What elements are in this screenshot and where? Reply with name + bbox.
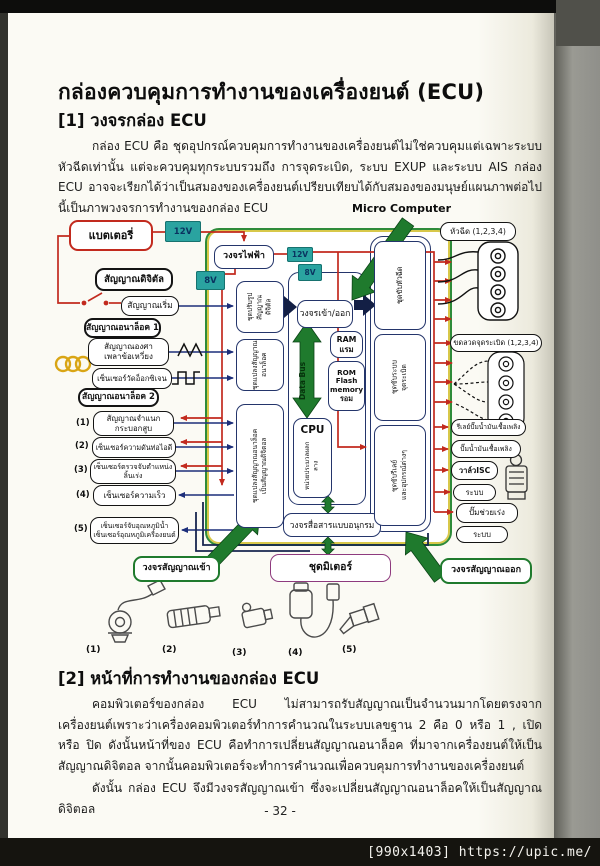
coils-label-box: ขดลวดจุดระเบิด (1,2,3,4) xyxy=(450,334,542,352)
micro-computer-label: Micro Computer xyxy=(352,202,451,215)
cpu-subtitle: หน่วยประมวลผลกลาง xyxy=(303,441,320,490)
illustration-number-5: (5) xyxy=(342,645,357,655)
watermark-text: [990x1403] https://upic.me/ xyxy=(367,844,592,860)
illustration-number-4: (4) xyxy=(288,648,303,658)
sensor-number-4: (4) xyxy=(76,490,90,500)
injector-driver-box: ชุดขับหัวฉีด xyxy=(374,241,426,330)
book-page-edge xyxy=(554,13,600,838)
section1-heading: [1] วงจรกล่อง ECU xyxy=(58,111,207,130)
sensor-number-1: (1) xyxy=(76,418,90,428)
ignition-driver-box: ชุดขับระบบ จุดระเบิด xyxy=(374,334,426,421)
meter-box: ชุดมิเตอร์ xyxy=(270,554,391,582)
system-box-1: ระบบ xyxy=(453,484,496,501)
illustration-number-1: (1) xyxy=(86,645,101,655)
rom-box: ROM Flash memory รอม xyxy=(328,361,365,411)
oxygen-sensor-box: เซ็นเซอร์วัดอ็อกซิเจน xyxy=(92,368,172,389)
voltage-badge-12v-inner: 12V xyxy=(287,247,313,262)
section2-heading: [2] หน้าที่การทำงานของกล่อง ECU xyxy=(58,669,320,688)
cylinder-id-signal-box: สัญญาณจำแนก กระบอกสูบ xyxy=(93,411,174,436)
serial-comm-box: วงจรสื่อสารแบบอนุกรม xyxy=(283,513,381,537)
speed-sensor-box: เซ็นเซอร์ความเร็ว xyxy=(93,485,176,506)
fuel-pump-relay-box: รีเลย์ปั๊มน้ำมันเชื้อเพลิง xyxy=(451,419,526,436)
data-bus-label: Data Bus xyxy=(298,361,307,400)
illustration-number-3: (3) xyxy=(232,648,247,658)
photo-left-edge xyxy=(0,13,8,838)
voltage-badge-12v: 12V xyxy=(165,221,201,242)
cpu-box: CPU หน่วยประมวลผลกลาง xyxy=(293,418,332,498)
photo-bottom-edge: [990x1403] https://upic.me/ xyxy=(0,838,600,866)
fuel-pump-box: ปั๊มน้ำมันเชื้อเพลิง xyxy=(451,440,521,458)
digital-signal-header: สัญญาณดิจิตัล xyxy=(95,268,173,291)
io-circuit-box: วงจรเข้า/ออก xyxy=(297,300,353,328)
illustration-number-2: (2) xyxy=(162,645,177,655)
section1-paragraph: กล่อง ECU คือ ชุดอุปกรณ์ควบคุมการทำงานขอ… xyxy=(58,139,542,215)
section2-paragraph: คอมพิวเตอร์ของกล่อง ECU ไม่สามารถรับสัญญ… xyxy=(58,697,542,773)
temp-sensor-box: เซ็นเซอร์จับอุณหภูมิน้ำ เซ็นเซอร์อุณหภูม… xyxy=(90,517,179,544)
signal-conditioner-1-box: ชุดปรับรูปสัญญาณ ดิจิตัล xyxy=(236,281,284,333)
relay-driver-box: ชุดขับรีเลย์ และอุปกรณ์ต่างๆ xyxy=(374,425,426,526)
photo-corner-shadow xyxy=(556,0,600,46)
output-circuit-box: วงจรสัญญาณออก xyxy=(440,558,532,584)
sensor-number-3: (3) xyxy=(74,465,88,475)
crank-angle-signal-box: สัญญาณองศา เพลาข้อเหวี่ยง xyxy=(88,338,169,366)
analog2-header: สัญญาณอนาล็อค 2 xyxy=(78,388,159,407)
accel-pump-box: ปั๊มช่วยเร่ง xyxy=(456,503,518,523)
voltage-badge-8v-inner: 8V xyxy=(298,264,322,281)
map-sensor-box: เซ็นเซอร์ความดันท่อไอดี xyxy=(92,437,176,458)
page-number: - 32 - xyxy=(264,804,296,818)
injectors-label-box: หัวฉีด (1,2,3,4) xyxy=(440,222,516,241)
ram-box: RAM แรม xyxy=(330,331,363,358)
system-box-2: ระบบ xyxy=(456,526,508,543)
ad-converter-box: ชุดแปลงสัญญาณอนาล็อค เป็นสัญญาณดิจิตอล xyxy=(236,404,284,528)
sensor-number-5: (5) xyxy=(74,524,88,534)
start-signal-box: สัญญาณเริ่ม xyxy=(121,296,179,316)
battery-box: แบตเตอรี่ xyxy=(69,220,153,251)
isc-valve-box: วาล์วISC xyxy=(451,461,498,480)
power-circuit-box: วงจรไฟฟ้า xyxy=(214,245,274,269)
cpu-title: CPU xyxy=(300,424,325,437)
input-circuit-box: วงจรสัญญาณเข้า xyxy=(133,556,220,582)
signal-conditioner-2-box: ชุดแปลงสัญญาณ อนาล็อค xyxy=(236,339,284,391)
section2-paragraph-2: ดังนั้น กล่อง ECU จึงมีวงจรสัญญาณเข้า ซึ… xyxy=(58,781,542,816)
voltage-badge-8v-left: 8V xyxy=(196,271,225,290)
photo-top-edge xyxy=(0,0,600,13)
sensor-number-2: (2) xyxy=(75,441,89,451)
analog1-header: สัญญาณอนาล็อค 1 xyxy=(84,318,161,338)
tps-sensor-box: เซ็นเซอร์ตรวจจับตำแหน่ง ลิ้นเร่ง xyxy=(90,459,176,484)
page-title: กล่องควบคุมการทำงานของเครื่องยนต์ (ECU) xyxy=(58,80,485,104)
